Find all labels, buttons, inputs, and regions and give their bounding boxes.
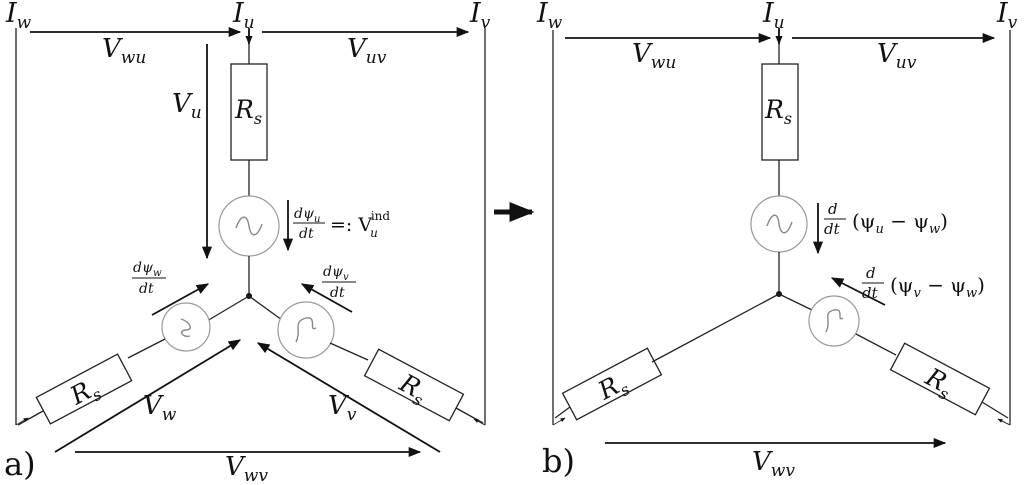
resistor-u-b: [761, 63, 799, 161]
panel-b: Iw Iu Iv Vwu Vuv Rs d dt (ψu − ψw) d dt …: [536, 0, 1018, 481]
svg-text:dt: dt: [862, 284, 879, 302]
label-Vw: Vw: [143, 391, 177, 425]
label-emf-w: dψw dt: [132, 260, 166, 297]
arrow-Vw: [54, 339, 242, 453]
svg-text:dψw: dψw: [133, 260, 162, 279]
svg-text:dψu: dψu: [294, 206, 320, 225]
label-Vwv-b: Vwv: [752, 447, 795, 481]
label-emf-u-b: d dt (ψu − ψw): [824, 200, 948, 238]
svg-text:dt: dt: [139, 281, 154, 297]
svg-text:dt: dt: [330, 285, 345, 301]
arrow-emf-v: [300, 283, 353, 313]
label-Iu-b: Iu: [762, 0, 785, 33]
label-Iu: Iu: [232, 0, 255, 33]
svg-text:d: d: [828, 200, 838, 218]
svg-text:dt: dt: [299, 226, 314, 242]
label-Iw-b: Iw: [536, 0, 563, 33]
svg-text:d: d: [866, 264, 876, 282]
label-Vuv: Vuv: [347, 34, 387, 68]
svg-text:(ψu − ψw): (ψu − ψw): [852, 209, 948, 237]
arrow-emf-w: [151, 283, 210, 316]
resistor-w: [35, 353, 133, 425]
arrow-Vv: [256, 342, 441, 453]
label-emf-v-b: d dt (ψv − ψw): [862, 264, 985, 302]
label-Rs-u: Rs: [234, 95, 262, 128]
arrow-emf-v-b: [830, 277, 886, 306]
svg-text:dt: dt: [824, 220, 841, 238]
svg-text:=: Vuind: =: Vuind: [330, 209, 390, 240]
label-Vwu: Vwu: [102, 34, 146, 68]
label-Rs-u-b: Rs: [764, 95, 792, 128]
source-v-b: [808, 295, 860, 347]
label-Vu: Vu: [172, 89, 202, 123]
label-Iv-b: Iv: [996, 0, 1018, 33]
svg-text:dψv: dψv: [323, 264, 349, 283]
label-emf-u: dψu dt =: Vuind: [293, 206, 390, 242]
panel-b-tag: b): [542, 442, 575, 480]
label-Vv: Vv: [328, 391, 357, 425]
panel-a: Iw Iu Iv Vwu Vuv Vu Rs dψu dt =: Vuind d…: [4, 0, 491, 485]
label-Iv: Iv: [469, 0, 491, 33]
label-emf-v: dψv dt: [322, 264, 356, 301]
label-Vwv: Vwv: [225, 452, 268, 485]
source-v: [277, 301, 335, 359]
label-Vuv-b: Vuv: [877, 39, 917, 73]
label-Vwu-b: Vwu: [632, 39, 676, 73]
panel-a-tag: a): [4, 445, 36, 483]
label-Iw: Iw: [5, 0, 32, 33]
svg-text:(ψv − ψw): (ψv − ψw): [890, 273, 985, 301]
source-w: [161, 302, 211, 352]
